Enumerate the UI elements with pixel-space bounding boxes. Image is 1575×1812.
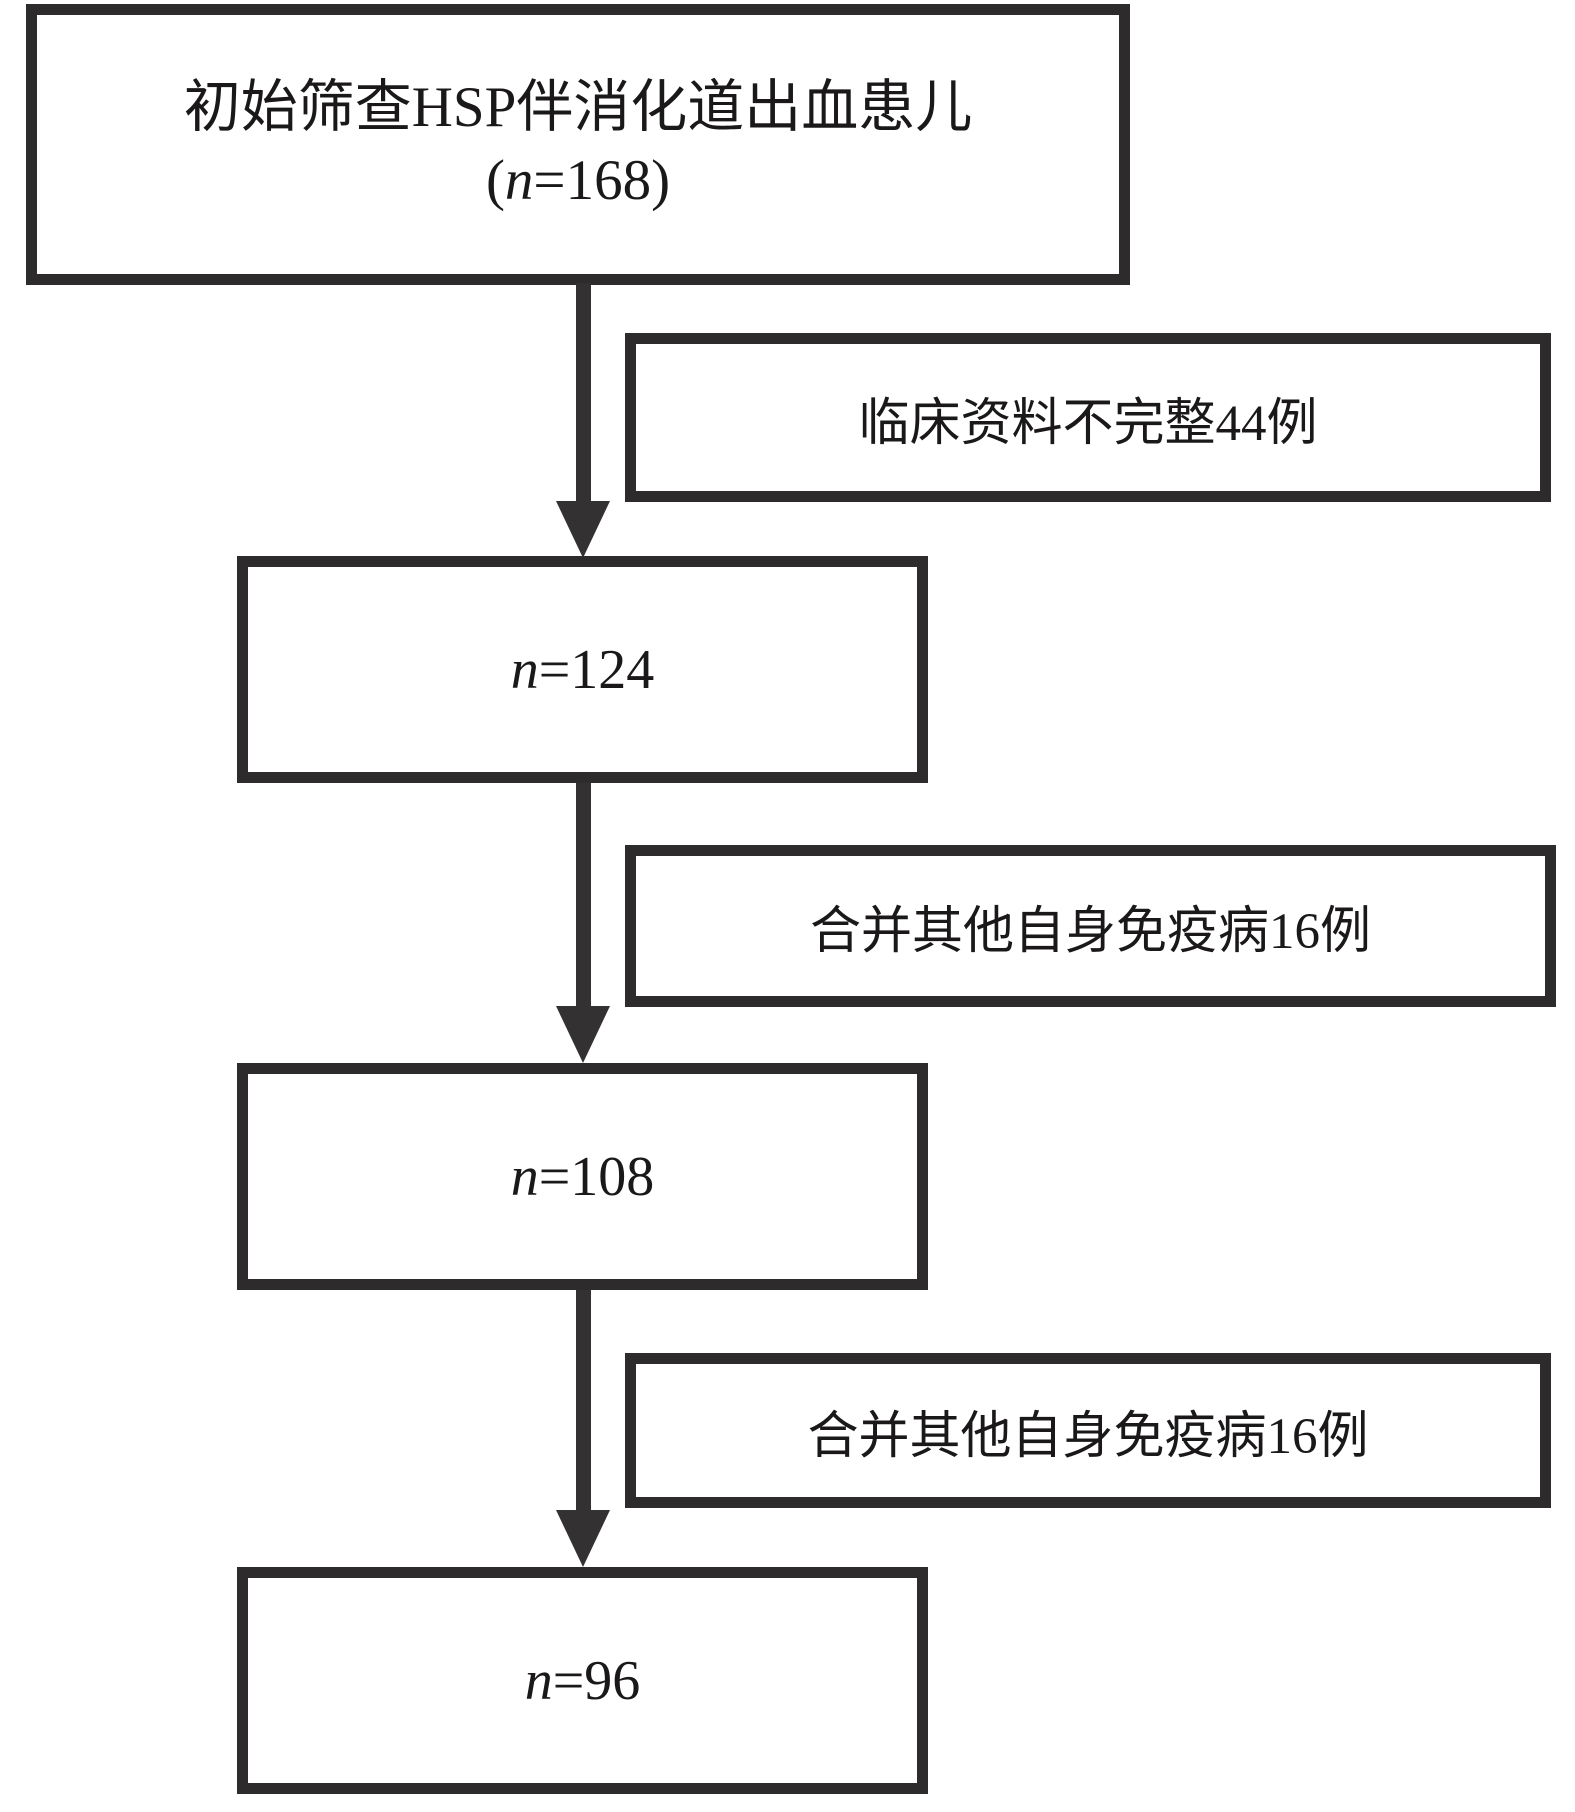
count-variable: n — [510, 1145, 539, 1208]
exclusion-label: 合并其他自身免疫病16例 — [809, 904, 1371, 960]
count-variable: n — [504, 148, 534, 212]
exclusion-box-1: 临床资料不完整44例 — [625, 333, 1551, 502]
count-rest: =168) — [533, 148, 671, 212]
count-prefix: ( — [485, 148, 505, 212]
arrow-2-stem — [576, 783, 591, 1006]
count-variable: n — [524, 1649, 553, 1712]
count-rest: =96 — [552, 1649, 641, 1712]
flow-box-n96: n=96 — [237, 1567, 928, 1794]
exclusion-box-3: 合并其他自身免疫病16例 — [625, 1353, 1551, 1508]
arrow-1-head — [556, 501, 610, 558]
flow-box-count: (n=168) — [486, 145, 670, 218]
exclusion-box-2: 合并其他自身免疫病16例 — [625, 845, 1556, 1007]
arrow-1-stem — [576, 283, 591, 505]
arrow-3-stem — [576, 1290, 591, 1510]
flow-box-count: n=124 — [511, 638, 655, 702]
count-variable: n — [510, 638, 539, 701]
arrow-2-head — [556, 1006, 610, 1063]
flow-box-label: 初始筛查HSP伴消化道出血患儿 — [183, 75, 973, 139]
flow-box-count: n=96 — [525, 1649, 641, 1713]
exclusion-label: 临床资料不完整44例 — [858, 395, 1318, 452]
count-rest: =108 — [538, 1145, 655, 1208]
count-rest: =124 — [538, 638, 655, 701]
flow-box-count: n=108 — [511, 1145, 655, 1209]
exclusion-label: 合并其他自身免疫病16例 — [807, 1408, 1369, 1465]
flow-box-initial-screening: 初始筛查HSP伴消化道出血患儿 (n=168) — [26, 4, 1130, 285]
arrow-3-head — [556, 1510, 610, 1567]
flow-box-n124: n=124 — [237, 556, 928, 783]
flow-box-n108: n=108 — [237, 1063, 928, 1290]
